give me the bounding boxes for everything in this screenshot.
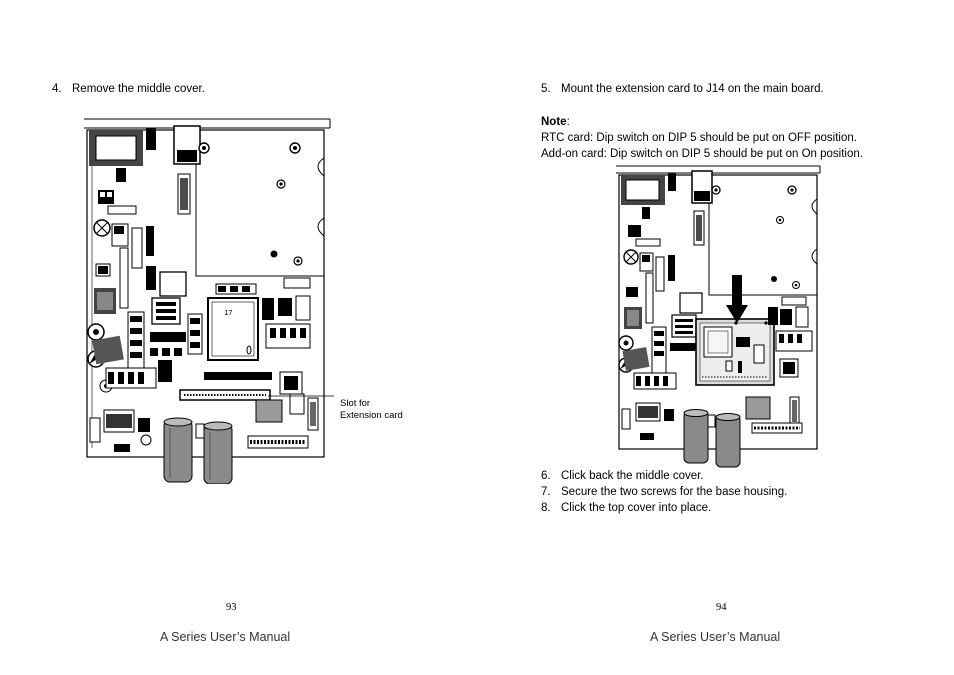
page-number-right: 94 <box>716 602 727 613</box>
step-4: 4. Remove the middle cover. <box>52 81 205 97</box>
footer-left: A Series User’s Manual <box>160 630 291 644</box>
step-7: 7. Secure the two screws for the base hou… <box>541 484 787 500</box>
note-colon: : <box>566 116 570 128</box>
step-5: 5. Mount the extension card to J14 on the… <box>541 81 824 97</box>
note-label: Note <box>541 116 567 128</box>
step-number: 7. <box>541 486 551 498</box>
step-number: 8. <box>541 502 551 514</box>
note-line-rtc-card: RTC card: Dip switch on DIP 5 should be … <box>541 132 857 144</box>
footer-right: A Series User’s Manual <box>650 630 781 644</box>
pcb-figure-extension-card-mounted <box>616 165 824 471</box>
step-text: Click back the middle cover. <box>561 470 704 482</box>
note-heading: Note: <box>541 114 570 130</box>
callout-slot-for-extension-card: Slot for Extension card <box>340 398 403 422</box>
pcb-figure-middle-cover-removed: 17 <box>84 118 334 484</box>
callout-line-1: Slot for <box>340 398 371 409</box>
step-text: Click the top cover into place. <box>561 502 712 514</box>
step-8: 8. Click the top cover into place. <box>541 500 711 516</box>
callout-line-2: Extension card <box>340 410 403 421</box>
step-number: 6. <box>541 470 551 482</box>
step-text: Mount the extension card to J14 on the m… <box>561 83 824 95</box>
step-6: 6. Click back the middle cover. <box>541 468 704 484</box>
step-number: 4. <box>52 83 62 95</box>
step-text: Secure the two screws for the base housi… <box>561 486 788 498</box>
note-line-add-on-card: Add-on card: Dip switch on DIP 5 should … <box>541 148 863 160</box>
chip-label: 17 <box>224 309 232 317</box>
step-number: 5. <box>541 83 551 95</box>
page-number-left: 93 <box>226 602 237 613</box>
step-text: Remove the middle cover. <box>72 83 205 95</box>
